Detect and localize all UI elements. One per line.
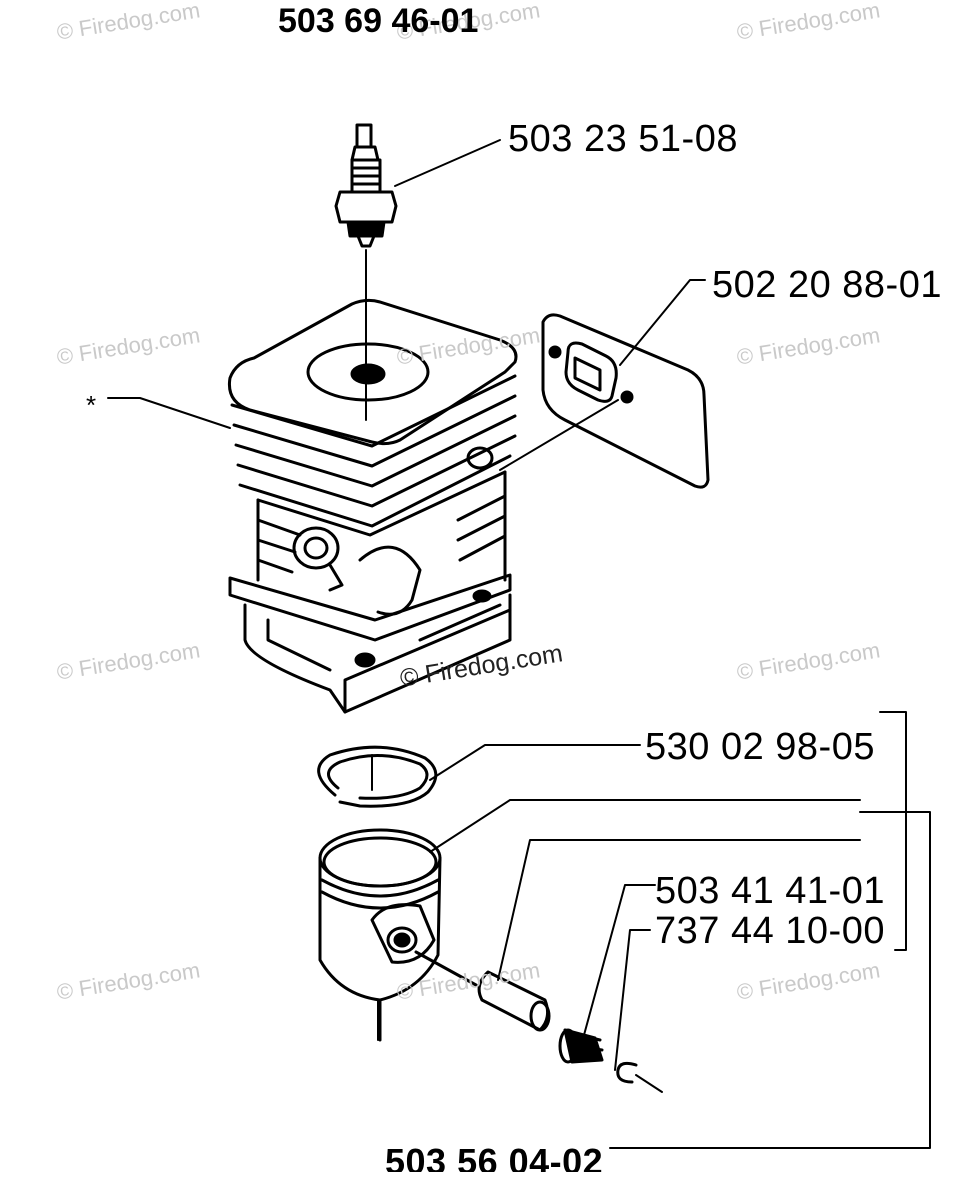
spark-plug — [334, 123, 398, 421]
part-label-needle-bearing[interactable]: 503 41 41-01 — [655, 870, 885, 912]
piston-ring — [317, 745, 438, 808]
piston-pin — [477, 970, 551, 1032]
needle-bearing — [558, 1028, 604, 1064]
exhaust-gasket — [541, 313, 710, 489]
circlip — [616, 1061, 663, 1093]
part-label-piston-ring[interactable]: 530 02 98-05 — [645, 726, 875, 768]
leader-lines — [107, 139, 931, 1149]
part-label-gasket[interactable]: 502 20 88-01 — [712, 264, 942, 306]
diagram-title: 503 69 46-01 — [278, 2, 479, 40]
part-label-spark-plug[interactable]: 503 23 51-08 — [508, 118, 738, 160]
part-label-circlip[interactable]: 737 44 10-00 — [655, 910, 885, 952]
part-label-piston-kit[interactable]: 503 56 04-02 — [385, 1148, 604, 1172]
part-label-cylinder-asterisk: * — [86, 390, 97, 420]
cylinder — [227, 298, 518, 714]
piston — [318, 828, 478, 1042]
